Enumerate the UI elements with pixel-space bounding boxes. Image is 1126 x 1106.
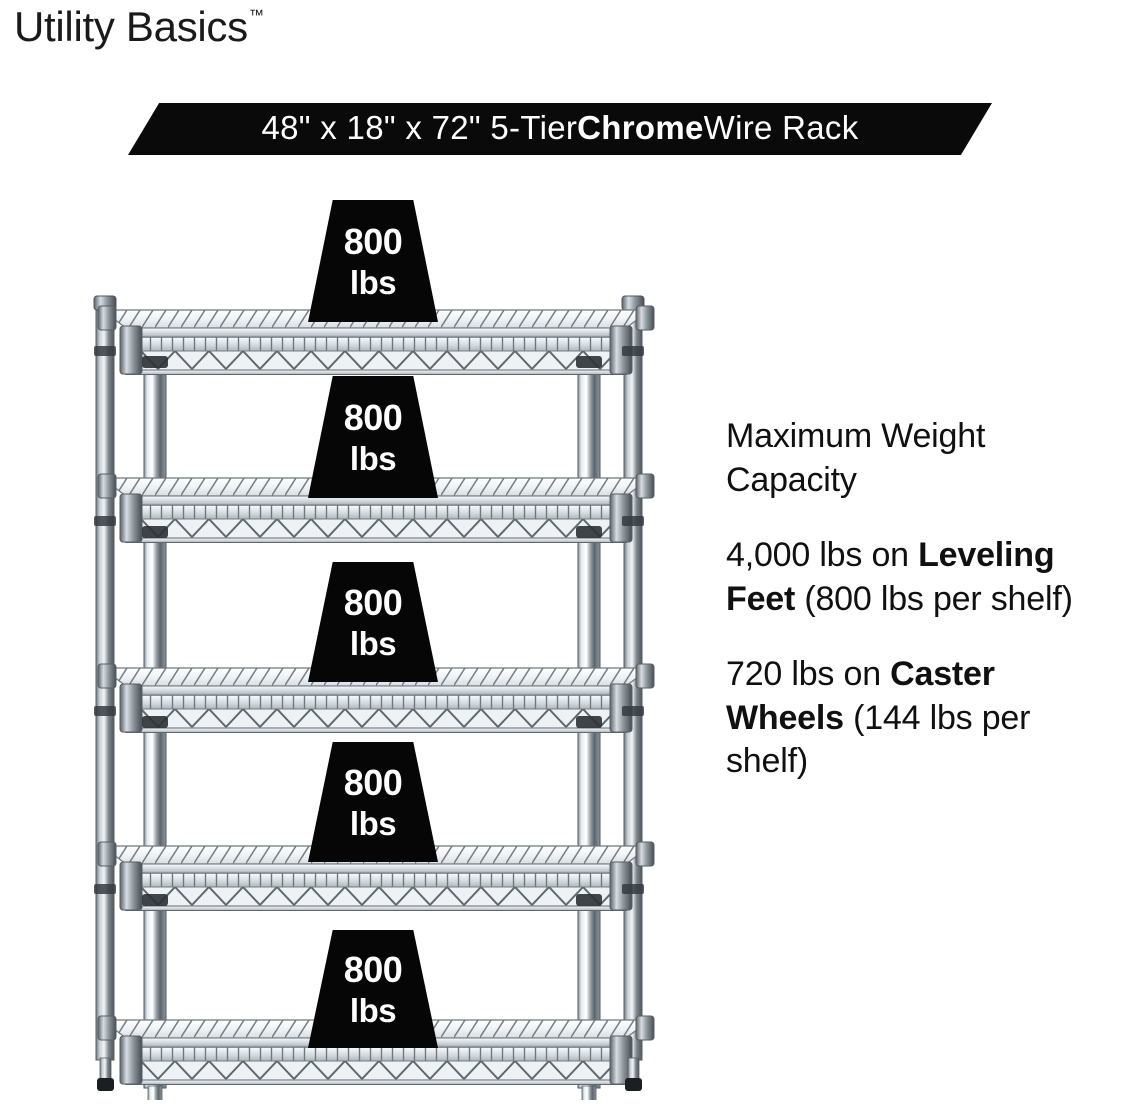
specs-panel: Maximum Weight Capacity 4,000 lbs on Lev…: [726, 414, 1106, 784]
trademark-symbol: ™: [248, 7, 264, 24]
callout-background: [308, 200, 438, 322]
leveling-bold: Leveling Feet: [726, 536, 1055, 618]
leveling-tail: (800 lbs per shelf): [795, 579, 1073, 618]
callout-weight-value: 800: [343, 761, 403, 803]
rack-svg: [93, 295, 655, 1100]
weight-callout-shelf-3: 800 lbs: [308, 562, 438, 682]
banner-suffix: Wire Rack: [703, 109, 859, 146]
callout-weight-unit: lbs: [349, 263, 397, 301]
weight-callout-shelf-4: 800 lbs: [308, 742, 438, 862]
weight-callout-shelf-2: 800 lbs: [308, 376, 438, 498]
specs-caster-wheels: 720 lbs on Caster Wheels (144 lbs per sh…: [726, 653, 1106, 784]
caster-tail: (144 lbs per shelf): [726, 698, 1031, 781]
callout-weight-value: 800: [343, 581, 403, 623]
callout-weight-value: 800: [343, 396, 403, 438]
leveling-lead: 4,000 lbs on: [726, 536, 919, 575]
weight-callout-shelf-5: 800 lbs: [308, 930, 438, 1048]
banner-emphasis: Chrome: [577, 109, 704, 146]
brand-wordmark: Utility Basics™: [14, 3, 264, 50]
brand-name: Utility Basics: [14, 3, 248, 50]
banner-background: [128, 103, 992, 155]
leveling-feet: [97, 1057, 642, 1100]
callout-background: [308, 376, 438, 498]
specs-heading: Maximum Weight Capacity: [726, 417, 986, 500]
post-collars: [94, 346, 644, 906]
callout-background: [308, 742, 438, 862]
callout-weight-unit: lbs: [349, 439, 397, 477]
specs-leveling-feet: 4,000 lbs on Leveling Feet (800 lbs per …: [726, 534, 1106, 621]
callout-background: [308, 562, 438, 682]
callout-weight-unit: lbs: [349, 804, 397, 842]
weight-callout-shelf-1: 800 lbs: [308, 200, 438, 322]
callout-weight-unit: lbs: [349, 991, 397, 1029]
callout-background: [308, 930, 438, 1048]
callout-weight-value: 800: [343, 948, 403, 990]
title-banner: 48" x 18" x 72" 5-Tier Chrome Wire Rack: [128, 103, 992, 155]
wire-rack-illustration: [72, 170, 672, 1100]
caster-bold: Caster Wheels: [726, 655, 995, 737]
banner-prefix: 48" x 18" x 72" 5-Tier: [261, 109, 578, 146]
caster-lead: 720 lbs on: [726, 655, 891, 694]
banner-label: 48" x 18" x 72" 5-Tier Chrome Wire Rack: [128, 103, 992, 155]
callout-weight-unit: lbs: [349, 624, 397, 662]
callout-weight-value: 800: [343, 220, 403, 262]
